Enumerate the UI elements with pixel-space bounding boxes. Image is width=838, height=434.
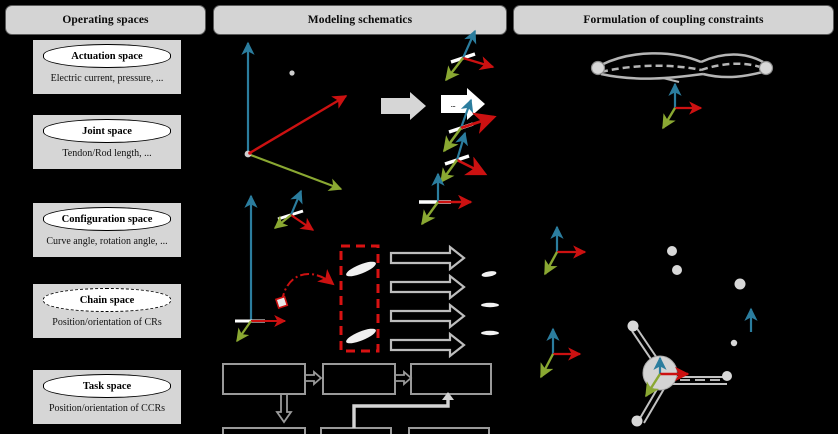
configuration-chain-schematic <box>235 189 499 359</box>
frame-lower-left <box>539 327 582 379</box>
space-name: Joint space <box>82 125 132 137</box>
rod-frame-3 <box>440 131 488 184</box>
flow-box-3 <box>410 363 492 395</box>
chain-joint-left <box>590 60 606 76</box>
chain-reference-frame <box>661 82 703 130</box>
floating-joint-dot <box>289 70 295 76</box>
flowchart <box>222 363 492 434</box>
hub-joint-lower <box>631 415 643 427</box>
hub-coordinate-frame <box>644 356 690 398</box>
space-subtitle: Position/orientation of CRs <box>52 317 162 328</box>
transition-block-arrow-1 <box>381 92 426 120</box>
column-header-coupling-constraints: Formulation of coupling constraints <box>513 5 834 35</box>
parallel-closed-chain <box>590 52 774 83</box>
space-name: Task space <box>82 380 132 392</box>
flow-box-4 <box>222 427 306 434</box>
flow-connectors <box>275 370 413 424</box>
hub-joint-small <box>730 339 738 347</box>
frame-upper-left <box>543 225 587 276</box>
rod-frame-1 <box>445 29 495 82</box>
space-subtitle: Curve angle, rotation angle, ... <box>46 236 168 247</box>
coupling-constraints-canvas <box>539 52 774 427</box>
hub-joint-right <box>722 371 732 381</box>
space-ellipse-chain: Chain space <box>43 288 171 312</box>
inline-block-arrow-label: ... <box>441 88 485 120</box>
column-header-label: Operating spaces <box>62 14 149 26</box>
column-header-operating-spaces: Operating spaces <box>5 5 206 35</box>
joint-dot-2 <box>672 265 682 275</box>
joint-dot-3 <box>734 278 746 290</box>
flow-box-2 <box>322 363 396 395</box>
space-name: Chain space <box>79 294 135 306</box>
space-subtitle: Electric current, pressure, ... <box>50 73 164 84</box>
space-panel-actuation: Actuation space Electric current, pressu… <box>33 40 181 94</box>
column-header-modeling-schematics: Modeling schematics <box>213 5 507 35</box>
chain-joint-right <box>758 60 774 76</box>
flow-feedback-line <box>352 396 450 428</box>
modeling-schematics-canvas: ... <box>222 29 499 434</box>
space-ellipse-actuation: Actuation space <box>43 44 171 68</box>
space-subtitle: Tendon/Rod length, ... <box>62 148 152 159</box>
flow-box-5 <box>320 427 392 434</box>
space-name: Actuation space <box>71 50 143 62</box>
arc-origin-marker <box>274 295 289 309</box>
column-header-label: Modeling schematics <box>307 14 413 26</box>
space-subtitle: Position/orientation of CCRs <box>48 403 166 414</box>
flow-box-6 <box>408 427 490 434</box>
space-ellipse-task: Task space <box>43 374 171 398</box>
disk-bottom <box>346 328 376 344</box>
space-panel-chain: Chain space Position/orientation of CRs <box>33 284 181 338</box>
space-panel-task: Task space Position/orientation of CCRs <box>33 370 181 424</box>
joint-dot-1 <box>667 246 677 256</box>
curvature-arc <box>281 269 335 303</box>
space-panel-joint: Joint space Tendon/Rod length, ... <box>33 115 181 169</box>
disk-top <box>346 261 376 277</box>
rod-frame-stack: ... <box>419 29 497 226</box>
three-arm-hub-assembly <box>627 320 738 427</box>
space-ellipse-configuration: Configuration space <box>43 207 171 231</box>
space-ellipse-joint: Joint space <box>43 119 171 143</box>
scattered-frames-and-joints <box>539 82 758 379</box>
curved-segment-tip-frame <box>273 189 315 231</box>
base-frame <box>235 315 287 343</box>
hub-joint-upper <box>627 320 639 332</box>
rod-frame-4 <box>419 172 473 226</box>
mapping-arrows <box>389 244 466 359</box>
flow-box-1 <box>222 363 306 395</box>
space-name: Configuration space <box>61 213 153 225</box>
world-coordinate-frame <box>241 41 348 191</box>
result-disks <box>481 271 499 336</box>
selection-box-dashed <box>339 244 380 353</box>
flow-feedback-arrowhead <box>442 392 454 400</box>
column-header-label: Formulation of coupling constraints <box>583 14 764 26</box>
inline-arrow-label: ... <box>451 103 456 109</box>
space-panel-configuration: Configuration space Curve angle, rotatio… <box>33 203 181 257</box>
